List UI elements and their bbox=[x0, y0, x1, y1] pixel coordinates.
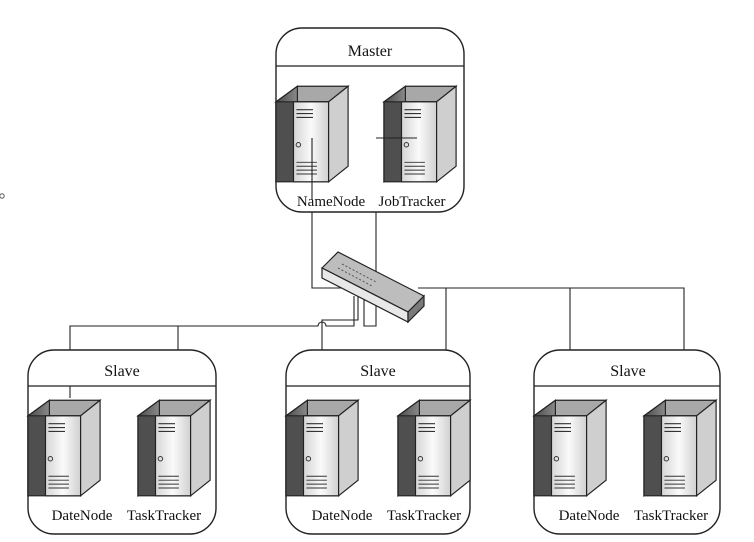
slave2-title: Slave bbox=[360, 363, 396, 380]
slave1-datanode-server-icon bbox=[27, 399, 101, 497]
edge-mark bbox=[0, 193, 5, 199]
slave3-datanode-label: DateNode bbox=[559, 508, 620, 524]
slave3-datanode-server-icon bbox=[533, 399, 607, 497]
slave1-datanode-label: DateNode bbox=[52, 508, 113, 524]
jobtracker-server-icon bbox=[383, 85, 457, 183]
master-group: Master NameNode JobTracker bbox=[275, 27, 465, 213]
slave3-tasktracker-server-icon bbox=[643, 399, 717, 497]
jobtracker-label: JobTracker bbox=[379, 194, 446, 210]
slave3-title: Slave bbox=[610, 363, 646, 380]
slave1-tasktracker-server-icon bbox=[137, 399, 211, 497]
master-title: Master bbox=[348, 43, 393, 60]
slave-group-1: Slave DateNode TaskTracker bbox=[27, 349, 217, 535]
namenode-label: NameNode bbox=[297, 194, 366, 210]
slave2-datanode-server-icon bbox=[285, 399, 359, 497]
slave1-title: Slave bbox=[104, 363, 140, 380]
slave2-tasktracker-label: TaskTracker bbox=[387, 508, 461, 524]
slave2-datanode-label: DateNode bbox=[312, 508, 373, 524]
slave1-tasktracker-label: TaskTracker bbox=[127, 508, 201, 524]
slave-group-3: Slave DateNode TaskTracker bbox=[533, 349, 721, 535]
slave2-tasktracker-server-icon bbox=[397, 399, 471, 497]
slave3-tasktracker-label: TaskTracker bbox=[634, 508, 708, 524]
network-switch-icon bbox=[320, 251, 426, 324]
slave-group-2: Slave DateNode TaskTracker bbox=[285, 349, 471, 535]
